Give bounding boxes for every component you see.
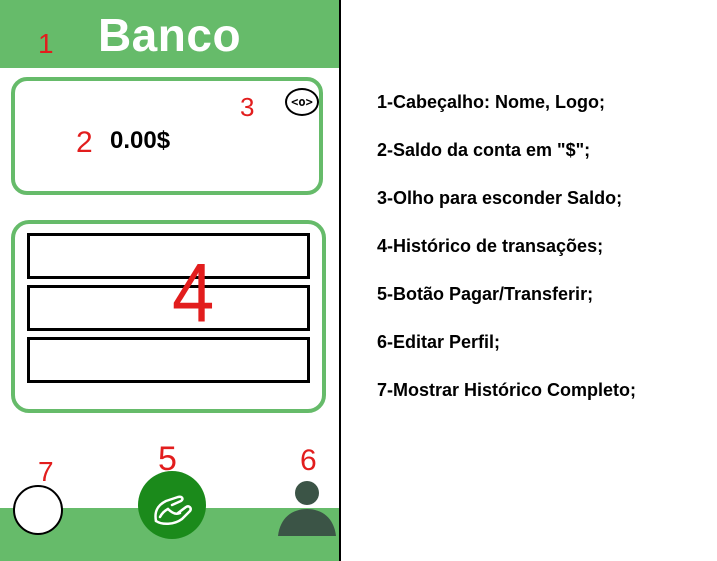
marker-2: 2 xyxy=(76,126,93,159)
marker-7: 7 xyxy=(38,456,54,487)
marker-4: 4 xyxy=(172,246,215,341)
legend-item: 1-Cabeçalho: Nome, Logo; xyxy=(377,92,606,112)
history-row[interactable] xyxy=(27,233,310,279)
history-row[interactable] xyxy=(27,337,310,383)
marker-5: 5 xyxy=(158,440,177,478)
legend-item: 6-Editar Perfil; xyxy=(377,332,501,352)
marker-6: 6 xyxy=(300,444,317,477)
legend: 1-Cabeçalho: Nome, Logo; 2-Saldo da cont… xyxy=(377,92,636,428)
legend-item: 4-Histórico de transações; xyxy=(377,236,604,256)
transaction-history xyxy=(11,220,326,413)
eye-icon[interactable]: <o> xyxy=(285,88,319,116)
divider xyxy=(339,0,341,561)
full-history-button[interactable] xyxy=(13,485,63,535)
pay-hand-icon xyxy=(154,495,192,525)
balance-value: 0.00$ xyxy=(110,127,171,154)
history-row[interactable] xyxy=(27,285,310,331)
legend-item: 7-Mostrar Histórico Completo; xyxy=(377,380,637,400)
header: Banco xyxy=(0,0,339,68)
marker-1: 1 xyxy=(38,28,54,59)
legend-item: 5-Botão Pagar/Transferir; xyxy=(377,284,594,304)
marker-3: 3 xyxy=(240,92,255,122)
legend-item: 3-Olho para esconder Saldo; xyxy=(377,188,623,208)
person-icon[interactable] xyxy=(276,480,338,538)
pay-transfer-button[interactable] xyxy=(138,471,206,539)
legend-item: 2-Saldo da conta em "$"; xyxy=(377,140,591,160)
balance-card: 0.00$ <o> xyxy=(11,77,323,195)
app-title: Banco xyxy=(97,9,242,61)
phone-mockup: Banco 0.00$ <o> 1 2 3 4 5 6 7 xyxy=(0,0,339,561)
